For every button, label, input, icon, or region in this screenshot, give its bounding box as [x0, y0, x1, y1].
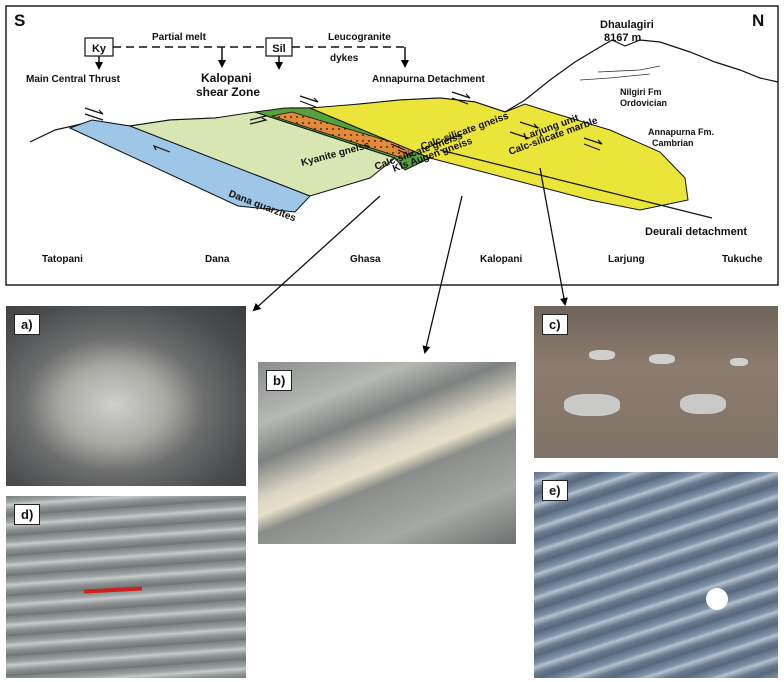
photo-e-label: e) [542, 480, 568, 501]
arrow-to-photo-b [422, 195, 463, 354]
ky-label: Ky [92, 43, 107, 55]
locality-dana: Dana [205, 254, 230, 265]
arrow-to-photo-a [252, 195, 381, 312]
locality-ghasa: Ghasa [350, 254, 381, 265]
photo-d-pencil [83, 586, 143, 594]
south-label: S [14, 11, 25, 30]
shear-sense-arrows [84, 91, 603, 157]
photo-d: d) [6, 496, 246, 678]
photo-c: c) [534, 306, 778, 458]
sil-label: Sil [272, 43, 285, 55]
kalopani-shear-label-2: shear Zone [196, 85, 260, 99]
photo-c-clast [589, 350, 615, 360]
photo-b: b) [258, 362, 516, 544]
nilgiri-label-1: Nilgiri Fm [620, 87, 662, 97]
photo-a: a) [6, 306, 246, 486]
locality-tukuche: Tukuche [722, 254, 763, 265]
photo-c-clast [680, 394, 726, 414]
photo-c-label: c) [542, 314, 568, 335]
nilgiri-label-2: Ordovician [620, 98, 667, 108]
deurali-detachment-line [439, 149, 713, 219]
locality-tatopani: Tatopani [42, 254, 83, 265]
locality-larjung: Larjung [608, 254, 645, 265]
annapurna-fm-label-1: Annapurna Fm. [648, 127, 714, 137]
photo-e: e) [534, 472, 778, 678]
photo-c-clast [649, 354, 675, 364]
nilgiri-bedding-2 [579, 73, 651, 81]
photo-c-clast [564, 394, 620, 416]
photo-a-label: a) [14, 314, 40, 335]
annapurna-fm-label-2: Cambrian [652, 138, 694, 148]
dykes-label: dykes [330, 53, 359, 64]
partial-melt-label: Partial melt [152, 32, 207, 43]
larjung-layer [309, 97, 689, 211]
photo-b-label: b) [266, 370, 293, 391]
photo-c-clast [730, 358, 748, 366]
deurali-label: Deurali detachment [645, 226, 747, 238]
arrow-to-photo-c [539, 167, 568, 306]
north-label: N [752, 11, 764, 30]
mct-label: Main Central Thrust [26, 74, 121, 85]
leucogranite-label: Leucogranite [328, 32, 391, 43]
nilgiri-bedding [597, 65, 661, 73]
locality-kalopani: Kalopani [480, 254, 522, 265]
kalopani-shear-label-1: Kalopani [201, 71, 252, 85]
photo-d-label: d) [14, 504, 41, 525]
photo-e-coin [706, 588, 728, 610]
annapurna-detachment-label: Annapurna Detachment [372, 74, 485, 85]
peak-name: Dhaulagiri [600, 19, 654, 31]
peak-elevation: 8167 m [604, 32, 642, 44]
